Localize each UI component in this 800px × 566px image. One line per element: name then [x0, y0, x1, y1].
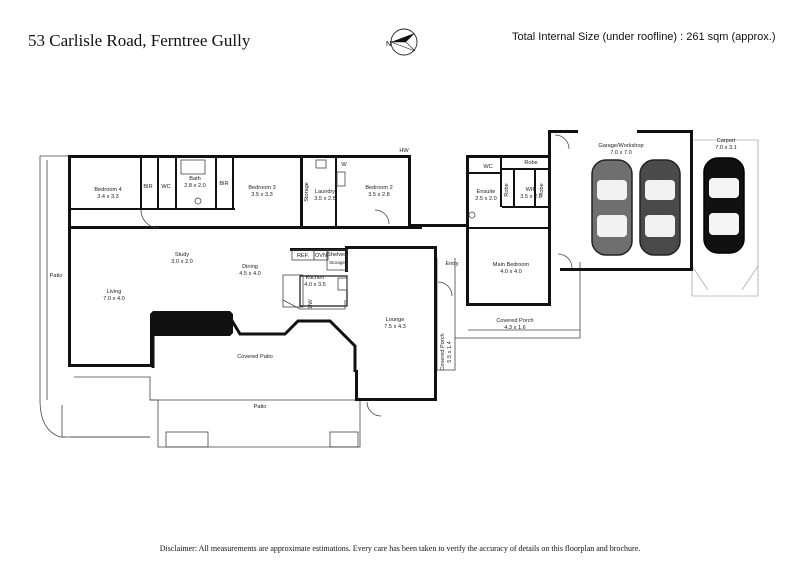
- robe-left-label: Robe: [504, 183, 510, 196]
- patio-bottom-label: Patio: [254, 404, 267, 410]
- entry-label: Entry: [445, 261, 458, 267]
- room-labels: Bedroom 4 3.4 x 3.3 BIR WC Bath 2.8 x 2.…: [50, 138, 737, 410]
- ensuite-dims: 2.5 x 2.0: [475, 196, 496, 202]
- dining-label: Dining: [242, 264, 258, 270]
- carport-label: Carport: [717, 138, 736, 144]
- living-label: Living: [107, 289, 122, 295]
- car-icon: [639, 159, 681, 256]
- study-label: Study: [175, 252, 190, 258]
- bedroom3-label: Bedroom 3: [248, 185, 275, 191]
- compass-icon: N: [384, 22, 424, 62]
- bedroom2-label: Bedroom 2: [365, 185, 392, 191]
- bir1-label: BIR: [143, 184, 152, 190]
- storage1-label: Storage: [304, 182, 310, 202]
- door-swings: [140, 134, 573, 417]
- bedroom3-dims: 3.5 x 3.3: [251, 192, 272, 198]
- wc2-label: WC: [483, 164, 492, 170]
- car-icon: [703, 157, 745, 254]
- wir-label: WIR: [526, 187, 537, 193]
- fixtures: [180, 159, 476, 271]
- wir-dims: 3.5 x 2.0: [520, 194, 541, 200]
- covered-patio-label: Covered Patio: [237, 354, 272, 360]
- robe-top-label: Robe: [524, 160, 537, 166]
- car-icon: [591, 159, 633, 256]
- covered-porch-right-label: Covered Porch: [496, 318, 533, 324]
- hw-label: HW: [399, 148, 409, 154]
- carport-dims: 7.0 x 3.1: [715, 145, 736, 151]
- garage-dims: 7.0 x 7.0: [610, 150, 631, 156]
- ensuite-label: Ensuite: [477, 189, 496, 195]
- patio-outlines: [39, 139, 759, 448]
- kitchen-label: Kitchen: [306, 275, 325, 281]
- bedroom4-label: Bedroom 4: [94, 187, 121, 193]
- covered-porch-vertical-label: Covered Porch: [440, 333, 446, 370]
- garage-label: Garage/Workshop: [598, 143, 643, 149]
- laundry-dims: 3.5 x 2.5: [314, 196, 335, 202]
- robe-right-label: Robe: [539, 183, 545, 196]
- covered-porch-vertical-dims: 5.5 x 1.4: [447, 341, 453, 362]
- laundry-label: Laundry: [315, 189, 335, 195]
- dining-dims: 4.5 x 4.0: [239, 271, 260, 277]
- address-title: 53 Carlisle Road, Ferntree Gully: [28, 31, 251, 50]
- bedroom4-dims: 3.4 x 3.3: [97, 194, 118, 200]
- ovn-label: OVN: [315, 253, 327, 259]
- w-label: W: [341, 162, 347, 168]
- lounge-label: Lounge: [386, 317, 405, 323]
- shelves-label: Shelves: [327, 252, 347, 258]
- main-bedroom-label: Main Bedroom: [493, 262, 530, 268]
- bath-dims: 2.8 x 2.0: [184, 183, 205, 189]
- bath-label: Bath: [189, 176, 201, 182]
- covered-porch-right-dims: 4.3 x 1.6: [504, 325, 525, 331]
- bir2-label: BIR: [219, 181, 228, 187]
- walls: [68, 130, 693, 401]
- patio-left-label: Patio: [50, 273, 63, 279]
- compass-north-label: N: [386, 39, 391, 48]
- disclaimer-text: Disclaimer: All measurements are approxi…: [159, 544, 641, 553]
- main-bedroom-dims: 4.0 x 4.0: [500, 269, 521, 275]
- bedroom2-dims: 3.5 x 2.8: [368, 192, 389, 198]
- car-icons: [591, 157, 745, 256]
- internal-size-note: Total Internal Size (under roofline) : 2…: [512, 31, 776, 43]
- study-dims: 3.0 x 2.0: [171, 259, 192, 265]
- dw-label: DW: [308, 299, 314, 309]
- kitchen-dims: 4.0 x 3.5: [304, 282, 325, 288]
- storage2-label: Storage: [329, 260, 345, 265]
- lounge-dims: 7.5 x 4.3: [384, 324, 405, 330]
- ref-label: REF.: [297, 253, 310, 259]
- wc1-label: WC: [161, 184, 170, 190]
- living-dims: 7.0 x 4.0: [103, 296, 124, 302]
